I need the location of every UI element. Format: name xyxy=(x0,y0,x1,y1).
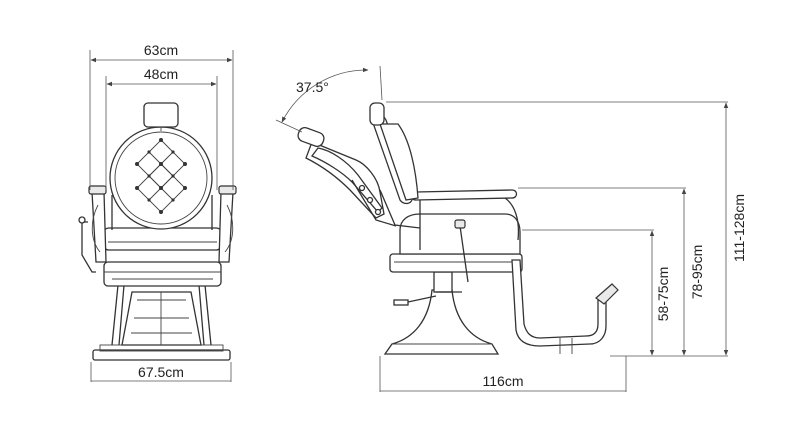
front-inner-width-label: 48cm xyxy=(144,66,178,82)
front-outer-width-label: 63cm xyxy=(144,42,178,58)
front-view-chair xyxy=(78,102,237,361)
total-height-label: 111-128cm xyxy=(731,194,747,262)
total-length-label: 116cm xyxy=(483,373,524,389)
seat-height-label: 58-75cm xyxy=(655,267,671,321)
front-dimensions xyxy=(89,50,234,382)
armrest-height-label: 78-95cm xyxy=(689,245,705,299)
recline-angle-label: 37.5° xyxy=(296,79,329,95)
side-dimensions xyxy=(275,65,729,392)
front-base-width-label: 67.5cm xyxy=(138,364,184,380)
side-view-chair xyxy=(297,102,619,355)
